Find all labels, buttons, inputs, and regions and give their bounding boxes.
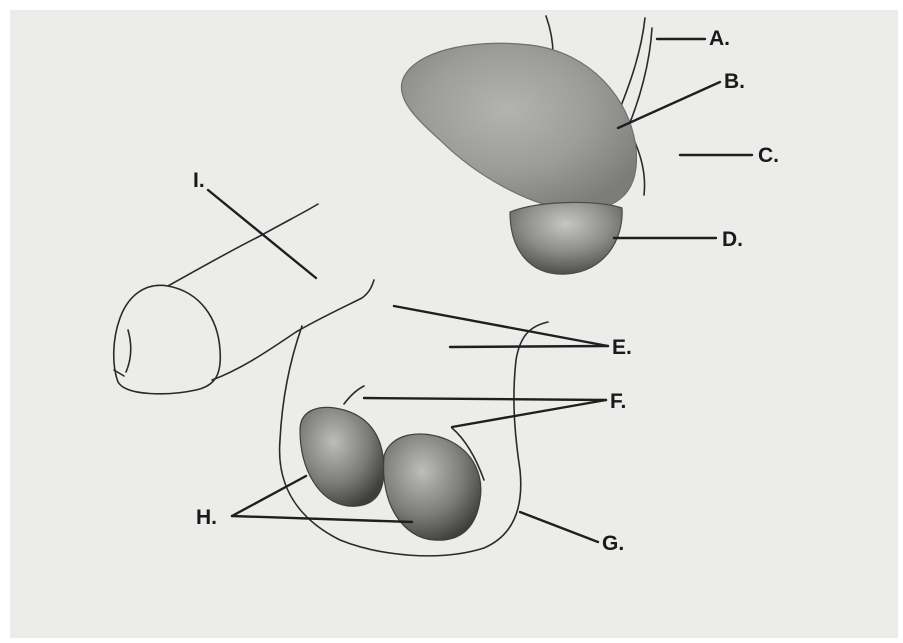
leader-h-lower xyxy=(232,516,412,522)
leader-f-upper xyxy=(364,398,606,400)
label-b: B. xyxy=(724,70,745,93)
label-e: E. xyxy=(612,336,632,359)
label-h: H. xyxy=(196,506,217,529)
label-d: D. xyxy=(722,228,743,251)
leader-h-upper xyxy=(232,476,306,516)
label-c: C. xyxy=(758,144,779,167)
label-i: I. xyxy=(193,169,205,192)
lower-gland-shape xyxy=(510,202,622,274)
label-f: F. xyxy=(610,390,626,413)
leader-i xyxy=(208,190,316,278)
leader-e-lower xyxy=(450,346,608,347)
label-g: G. xyxy=(602,532,624,555)
leader-b xyxy=(618,82,720,128)
shaft-outline xyxy=(114,204,374,394)
label-a: A. xyxy=(709,27,730,50)
leader-e-upper xyxy=(394,306,608,346)
leader-f-lower xyxy=(452,400,606,427)
right-testis-shape xyxy=(384,434,481,540)
leader-g xyxy=(520,512,598,542)
left-testis-shape xyxy=(300,407,384,506)
upper-gland-shape xyxy=(401,43,636,210)
